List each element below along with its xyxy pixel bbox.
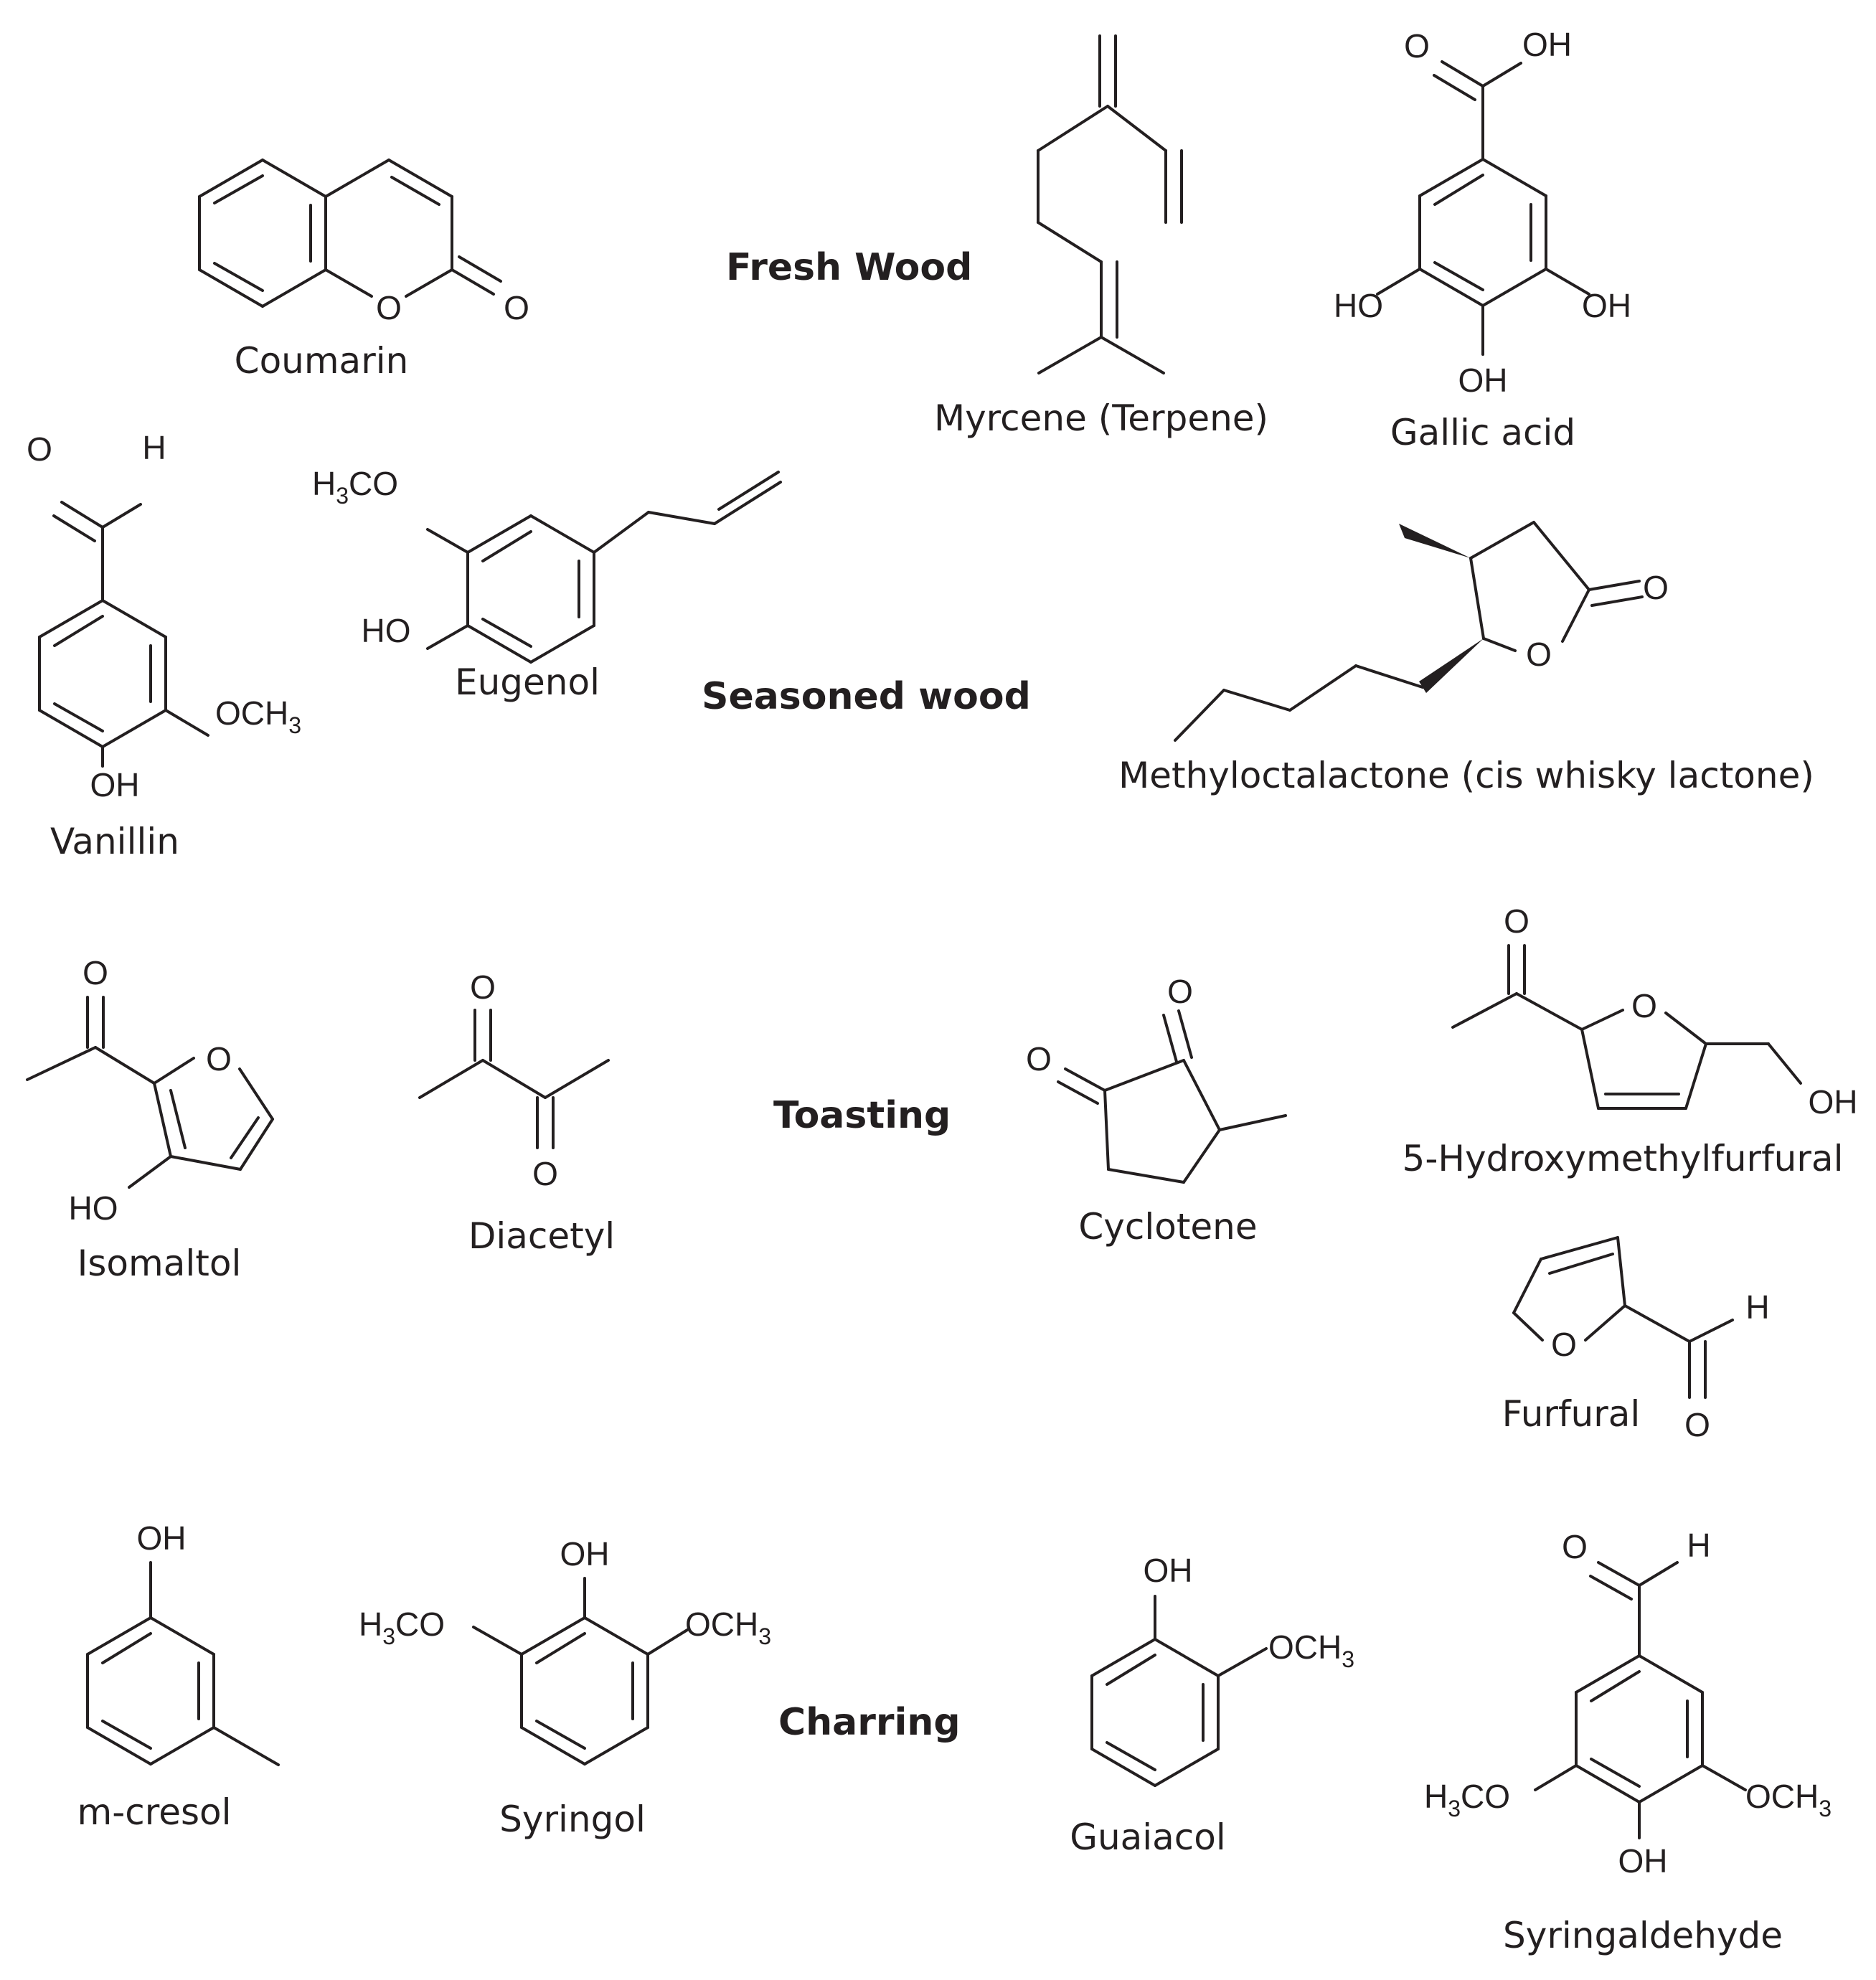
- lactone-ring-oxygen: O: [1526, 636, 1552, 673]
- gallic-acid-structure: O OH OH HO OH: [1334, 26, 1631, 399]
- vanillin-carbonyl-oxygen: O: [27, 430, 52, 468]
- m-cresol-label: m-cresol: [77, 1791, 232, 1833]
- syringaldehyde-oh: OH: [1618, 1842, 1668, 1880]
- furfural-aldehyde-h: H: [1745, 1288, 1769, 1326]
- diacetyl-label: Diacetyl: [468, 1215, 615, 1257]
- cyclotene-structure: O O: [1026, 973, 1287, 1184]
- lactone-carbonyl-oxygen: O: [1643, 569, 1669, 606]
- gallic-acid-carbonyl-oxygen: O: [1404, 27, 1430, 65]
- m-cresol-oh: OH: [137, 1519, 187, 1557]
- m-cresol-structure: OH: [86, 1519, 280, 1766]
- vanillin-structure: O H OCH3 OH: [27, 429, 301, 803]
- gallic-acid-carboxyl-oh: OH: [1522, 26, 1572, 63]
- hmf-ring-oxygen: O: [1631, 987, 1657, 1024]
- syringaldehyde-label: Syringaldehyde: [1503, 1915, 1783, 1956]
- syringaldehyde-aldehyde-h: H: [1687, 1527, 1710, 1564]
- section-seasoned-wood: Seasoned wood: [702, 675, 1031, 718]
- syringol-label: Syringol: [499, 1798, 646, 1840]
- coumarin-ring-oxygen: O: [376, 289, 402, 326]
- eugenol-label: Eugenol: [455, 661, 600, 703]
- isomaltol-structure: O O HO: [26, 954, 274, 1227]
- guaiacol-label: Guaiacol: [1070, 1816, 1226, 1858]
- section-fresh-wood: Fresh Wood: [726, 246, 972, 289]
- diacetyl-structure: O O: [418, 968, 610, 1192]
- isomaltol-carbonyl-oxygen: O: [83, 954, 108, 991]
- gallic-acid-oh-bottom: OH: [1458, 362, 1508, 399]
- vanillin-aldehyde-h: H: [142, 429, 166, 466]
- syringol-methoxy-right: OCH3: [685, 1606, 771, 1649]
- hmf-structure: O O OH: [1451, 902, 1858, 1121]
- guaiacol-structure: OH OCH3: [1090, 1552, 1354, 1787]
- furfural-label: Furfural: [1502, 1393, 1641, 1435]
- cyclotene-oxygen-top: O: [1167, 973, 1193, 1010]
- diacetyl-oxygen-top: O: [470, 968, 496, 1006]
- gallic-acid-ho-left: HO: [1334, 287, 1383, 324]
- furfural-carbonyl-oxygen: O: [1684, 1406, 1710, 1443]
- hmf-label: 5-Hydroxymethylfurfural: [1403, 1138, 1844, 1179]
- syringol-oh: OH: [560, 1535, 610, 1573]
- syringaldehyde-methoxy-left: H3CO: [1424, 1778, 1510, 1821]
- eugenol-structure: H3CO HO: [312, 465, 782, 664]
- syringaldehyde-carbonyl-oxygen: O: [1562, 1528, 1588, 1565]
- methyloctalactone-structure: O O: [1174, 521, 1669, 742]
- eugenol-methoxy: H3CO: [312, 465, 398, 509]
- vanillin-label: Vanillin: [50, 821, 179, 862]
- cyclotene-oxygen-left: O: [1026, 1040, 1052, 1078]
- coumarin-carbonyl-oxygen: O: [504, 289, 529, 326]
- syringaldehyde-structure: O H H3CO OCH3 OH: [1424, 1527, 1832, 1880]
- furfural-ring-oxygen: O: [1551, 1326, 1577, 1363]
- section-charring: Charring: [778, 1701, 961, 1744]
- guaiacol-oh: OH: [1144, 1552, 1193, 1589]
- syringol-methoxy-left: H3CO: [359, 1606, 445, 1649]
- diacetyl-oxygen-bottom: O: [532, 1155, 558, 1192]
- vanillin-oh: OH: [90, 766, 140, 803]
- myrcene-structure: [1037, 34, 1183, 374]
- gallic-acid-label: Gallic acid: [1390, 412, 1575, 453]
- gallic-acid-oh-right: OH: [1582, 287, 1631, 324]
- vanillin-methoxy: OCH3: [215, 694, 301, 738]
- isomaltol-ho: HO: [69, 1189, 118, 1227]
- hmf-carbonyl-oxygen: O: [1504, 902, 1529, 940]
- myrcene-label: Myrcene (Terpene): [934, 397, 1268, 439]
- hmf-oh: OH: [1809, 1083, 1858, 1121]
- isomaltol-ring-oxygen: O: [206, 1040, 232, 1078]
- coumarin-structure: O O: [198, 159, 529, 326]
- syringaldehyde-methoxy-right: OCH3: [1745, 1778, 1832, 1821]
- isomaltol-label: Isomaltol: [77, 1243, 242, 1284]
- syringol-structure: OH H3CO OCH3: [359, 1535, 771, 1766]
- furfural-structure: O H O: [1512, 1236, 1770, 1443]
- cyclotene-label: Cyclotene: [1078, 1206, 1257, 1248]
- section-toasting: Toasting: [773, 1094, 951, 1137]
- guaiacol-methoxy: OCH3: [1268, 1628, 1354, 1672]
- coumarin-label: Coumarin: [235, 340, 409, 382]
- methyloctalactone-label: Methyloctalactone (cis whisky lactone): [1118, 755, 1814, 796]
- eugenol-oh: HO: [362, 612, 411, 649]
